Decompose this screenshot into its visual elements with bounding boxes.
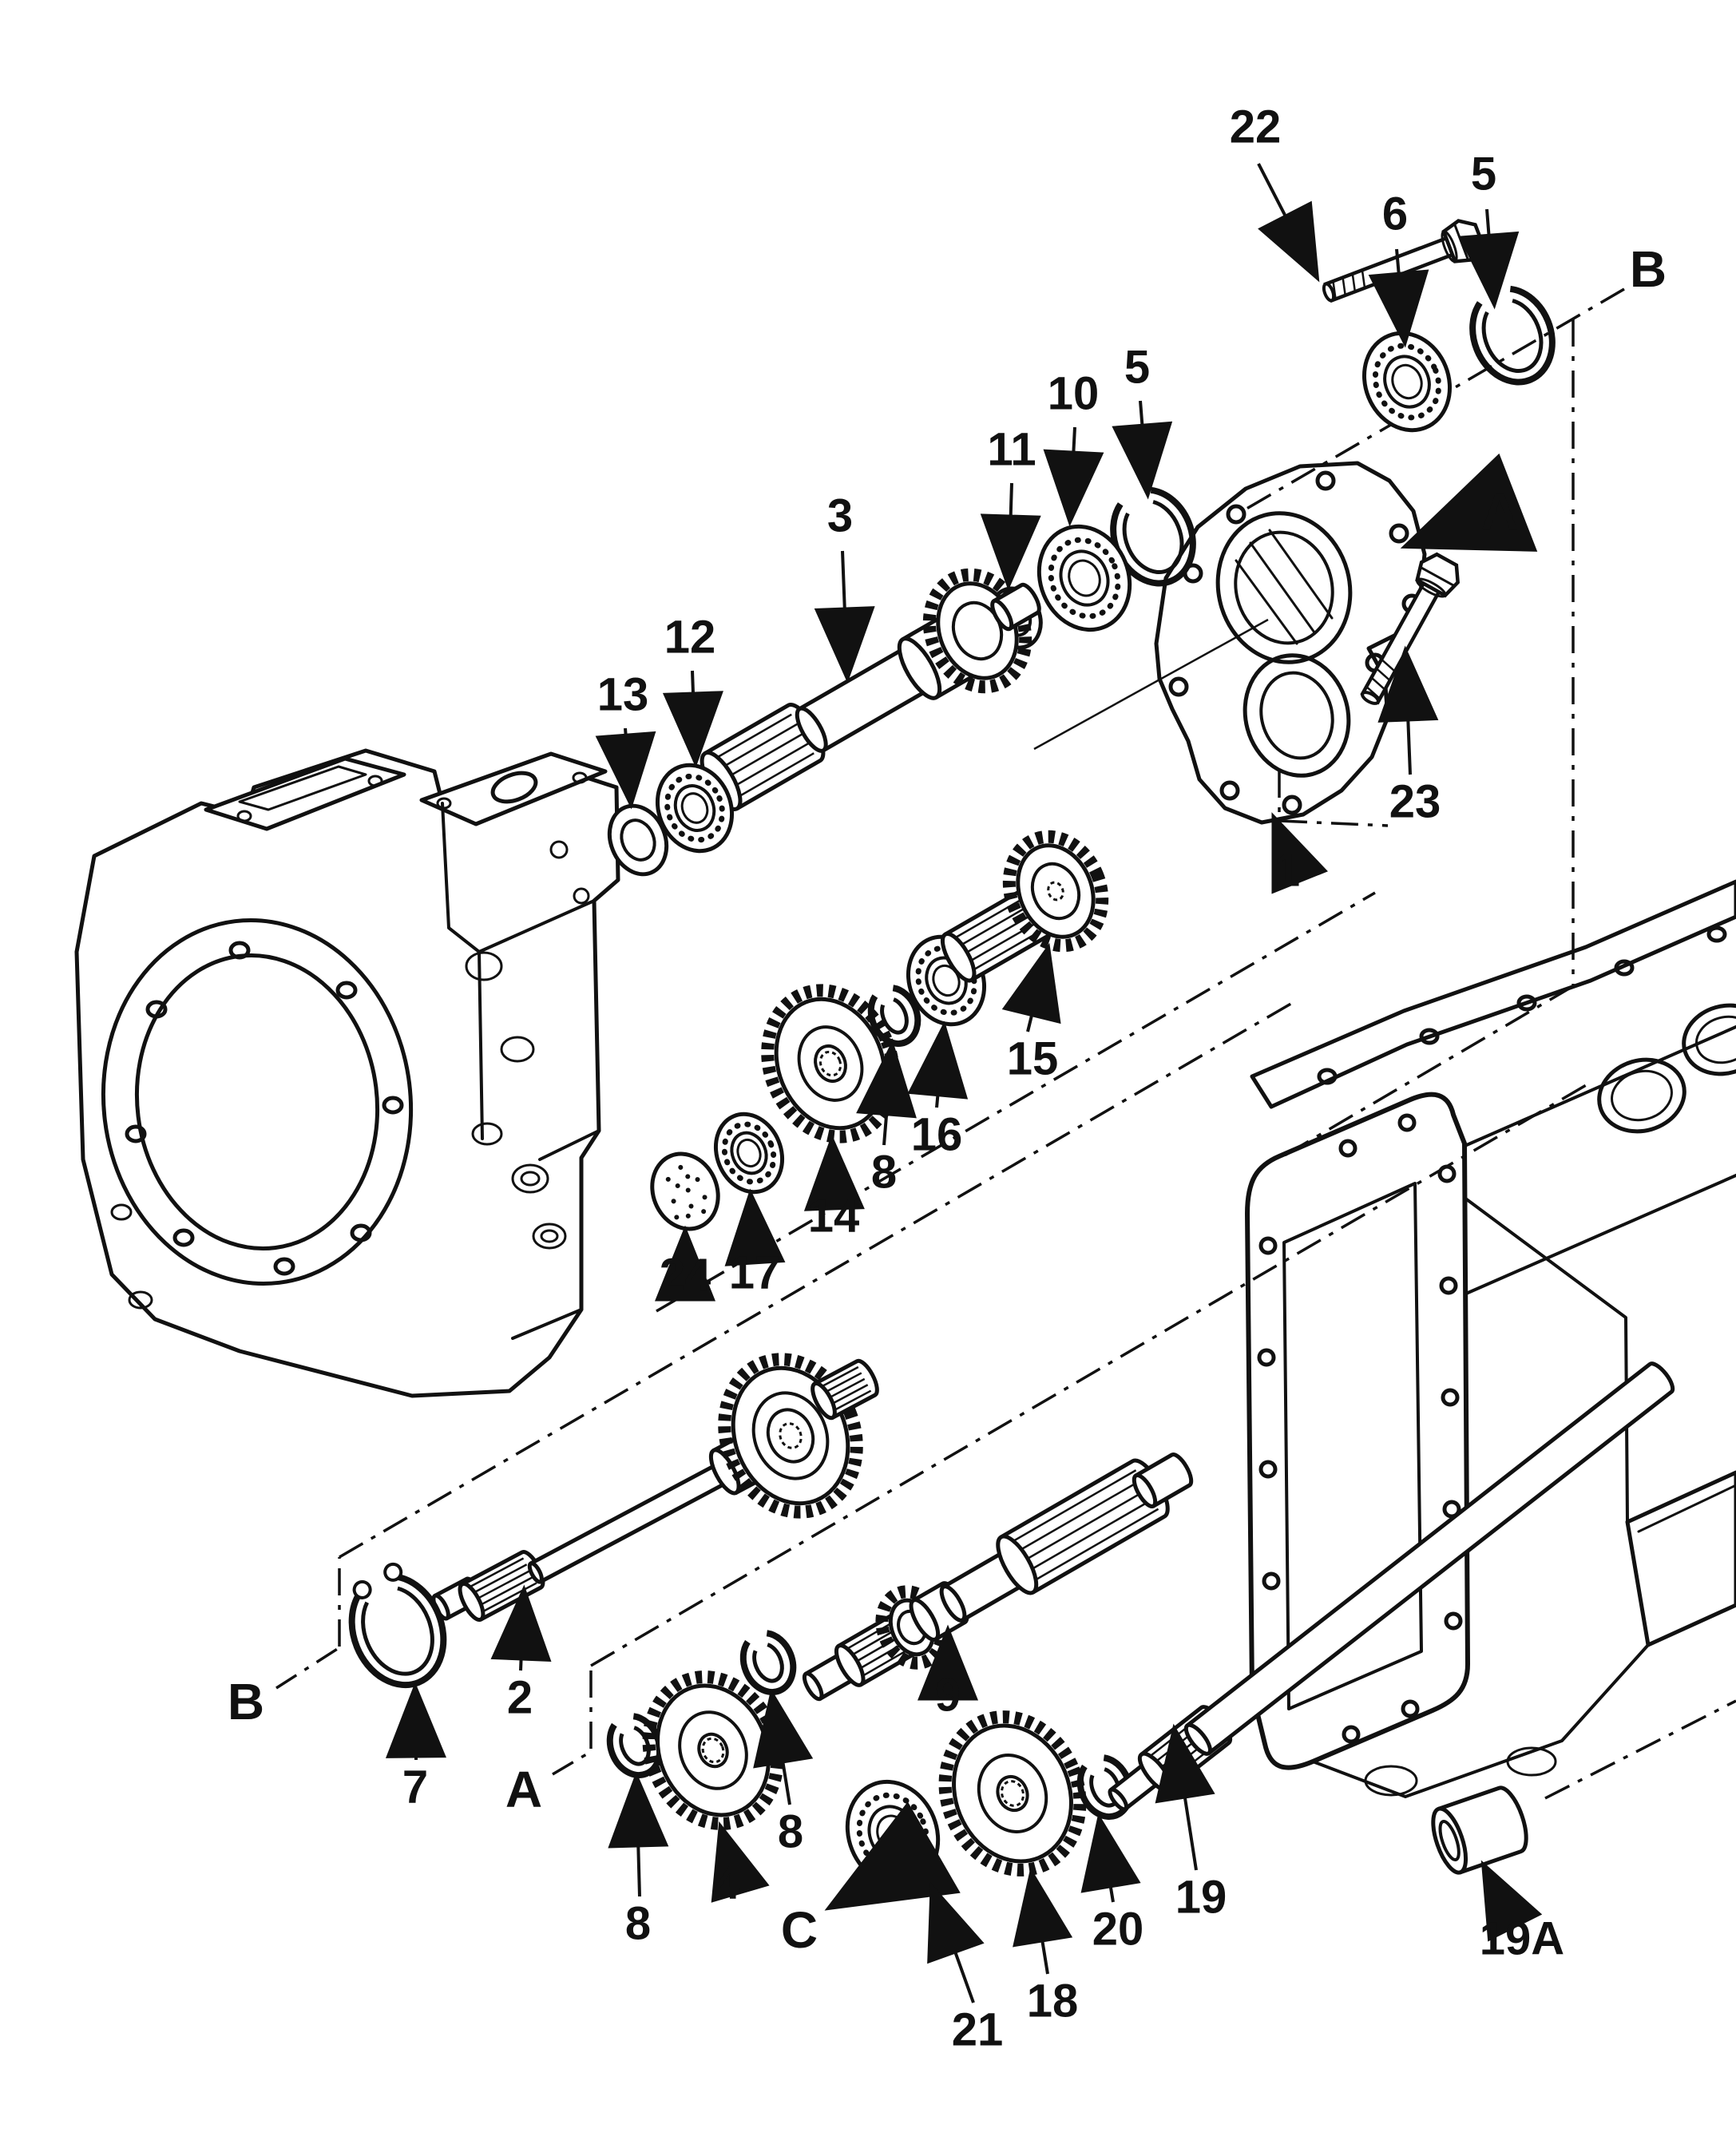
side-cover-plate <box>1625 1470 1736 1647</box>
leader-8-25 <box>753 1688 814 1805</box>
leader-4-24 <box>711 1821 770 1903</box>
leader-12-9 <box>662 670 723 768</box>
bushing-19A <box>1431 1785 1528 1875</box>
callout-2-21: 2 <box>507 1671 533 1723</box>
leader-18-29 <box>1013 1867 1073 1975</box>
callout-11-6: 11 <box>987 423 1036 475</box>
callout-6-2: 6 <box>1382 188 1408 240</box>
leader-21-28 <box>927 1882 985 2003</box>
flange-bolt-holes <box>1257 1113 1463 1744</box>
leader-B-19 <box>275 1647 339 1690</box>
callout-13-10: 13 <box>597 668 649 720</box>
callout-3-7: 3 <box>827 489 853 541</box>
leader-A-22 <box>552 1752 589 1776</box>
main-shaft-9-neck <box>1132 1452 1194 1509</box>
callout-C-27: C <box>781 1901 818 1959</box>
callout-7-20: 7 <box>402 1761 428 1813</box>
leader-5-4 <box>1112 400 1173 500</box>
callout-9-26: 9 <box>935 1669 961 1721</box>
snap-ring-5-upper <box>1469 285 1556 386</box>
callout-17-17: 17 <box>729 1246 781 1298</box>
leader-2-21 <box>490 1584 552 1671</box>
leader-14-16 <box>803 1134 865 1211</box>
front-case-housing <box>74 748 620 1398</box>
gear-18 <box>938 1710 1087 1877</box>
callout-18-29: 18 <box>1027 1975 1079 2027</box>
callout-5-1: 5 <box>1471 148 1496 200</box>
callout-23-12: 23 <box>1389 775 1441 827</box>
callout-15-13: 15 <box>1007 1032 1059 1084</box>
leader-13-10 <box>595 727 656 810</box>
leader-23-12 <box>1377 645 1439 775</box>
leader-8-15 <box>856 1040 917 1146</box>
leader-10-5 <box>1043 426 1104 527</box>
leader-C-27 <box>824 1801 961 1911</box>
callout-A-22: A <box>505 1761 542 1818</box>
leader-19-31 <box>1155 1723 1215 1871</box>
main-shaft-9-spline2 <box>996 1458 1170 1595</box>
snap-ring-7 <box>348 1562 447 1689</box>
bearing-retainer-cover-1 <box>1154 461 1427 825</box>
leader-6-2 <box>1368 248 1429 348</box>
callout-8-25: 8 <box>778 1805 803 1857</box>
gear-4 <box>642 1670 784 1830</box>
leader-16-14 <box>907 1020 969 1108</box>
callout-22-0: 22 <box>1230 101 1282 153</box>
pto-shaft-2-hub <box>811 1358 879 1421</box>
top-gasket-flange <box>1250 879 1736 1109</box>
callout-10-5: 10 <box>1048 367 1100 419</box>
input-shaft-3-stub <box>990 582 1041 632</box>
leader-5-1 <box>1458 208 1520 310</box>
callout-4-24: 4 <box>715 1857 740 1908</box>
callout-A-8: A <box>1481 483 1518 541</box>
section-phantom-lines <box>338 287 1736 1800</box>
callout-B-19: B <box>228 1673 264 1730</box>
leader-15-13 <box>1001 942 1061 1032</box>
top-mounting-plate-left <box>204 756 406 831</box>
leader-22-0 <box>1257 163 1320 283</box>
rear-case-housing <box>1245 879 1736 1798</box>
pto-shaft-2-body <box>527 1460 735 1584</box>
callout-1-11: 1 <box>1274 844 1300 896</box>
callout-B-3: B <box>1630 240 1667 298</box>
callout-19-31: 19 <box>1175 1871 1227 1923</box>
bearing-21 <box>845 1779 941 1888</box>
callout-24-18: 24 <box>660 1249 711 1301</box>
callout-8-15: 8 <box>871 1146 897 1198</box>
leader-11-6 <box>980 482 1041 591</box>
callout-20-30: 20 <box>1092 1903 1144 1955</box>
callout-19A-32: 19A <box>1480 1912 1564 1964</box>
callout-5-4: 5 <box>1124 341 1150 393</box>
callout-8-23: 8 <box>625 1897 651 1949</box>
callout-12-9: 12 <box>664 611 716 663</box>
bearing-6 <box>1361 331 1453 433</box>
leader-3-7 <box>814 550 875 684</box>
bell-flange-bolt-holes <box>125 941 404 1276</box>
leader-17-17 <box>724 1188 786 1266</box>
callout-14-16: 14 <box>808 1190 860 1242</box>
leader-20-30 <box>1080 1813 1141 1903</box>
leader-A-8 <box>1400 453 1538 552</box>
leader-8-23 <box>608 1771 669 1897</box>
counter-gear-15 <box>1002 830 1109 953</box>
leader-7-20 <box>385 1682 446 1761</box>
callout-21-28: 21 <box>952 2003 1004 2055</box>
leader-19A-32 <box>1480 1860 1543 1942</box>
callout-16-14: 16 <box>911 1108 963 1160</box>
leader-1-11 <box>1271 812 1329 894</box>
bearing-10 <box>1036 524 1132 632</box>
